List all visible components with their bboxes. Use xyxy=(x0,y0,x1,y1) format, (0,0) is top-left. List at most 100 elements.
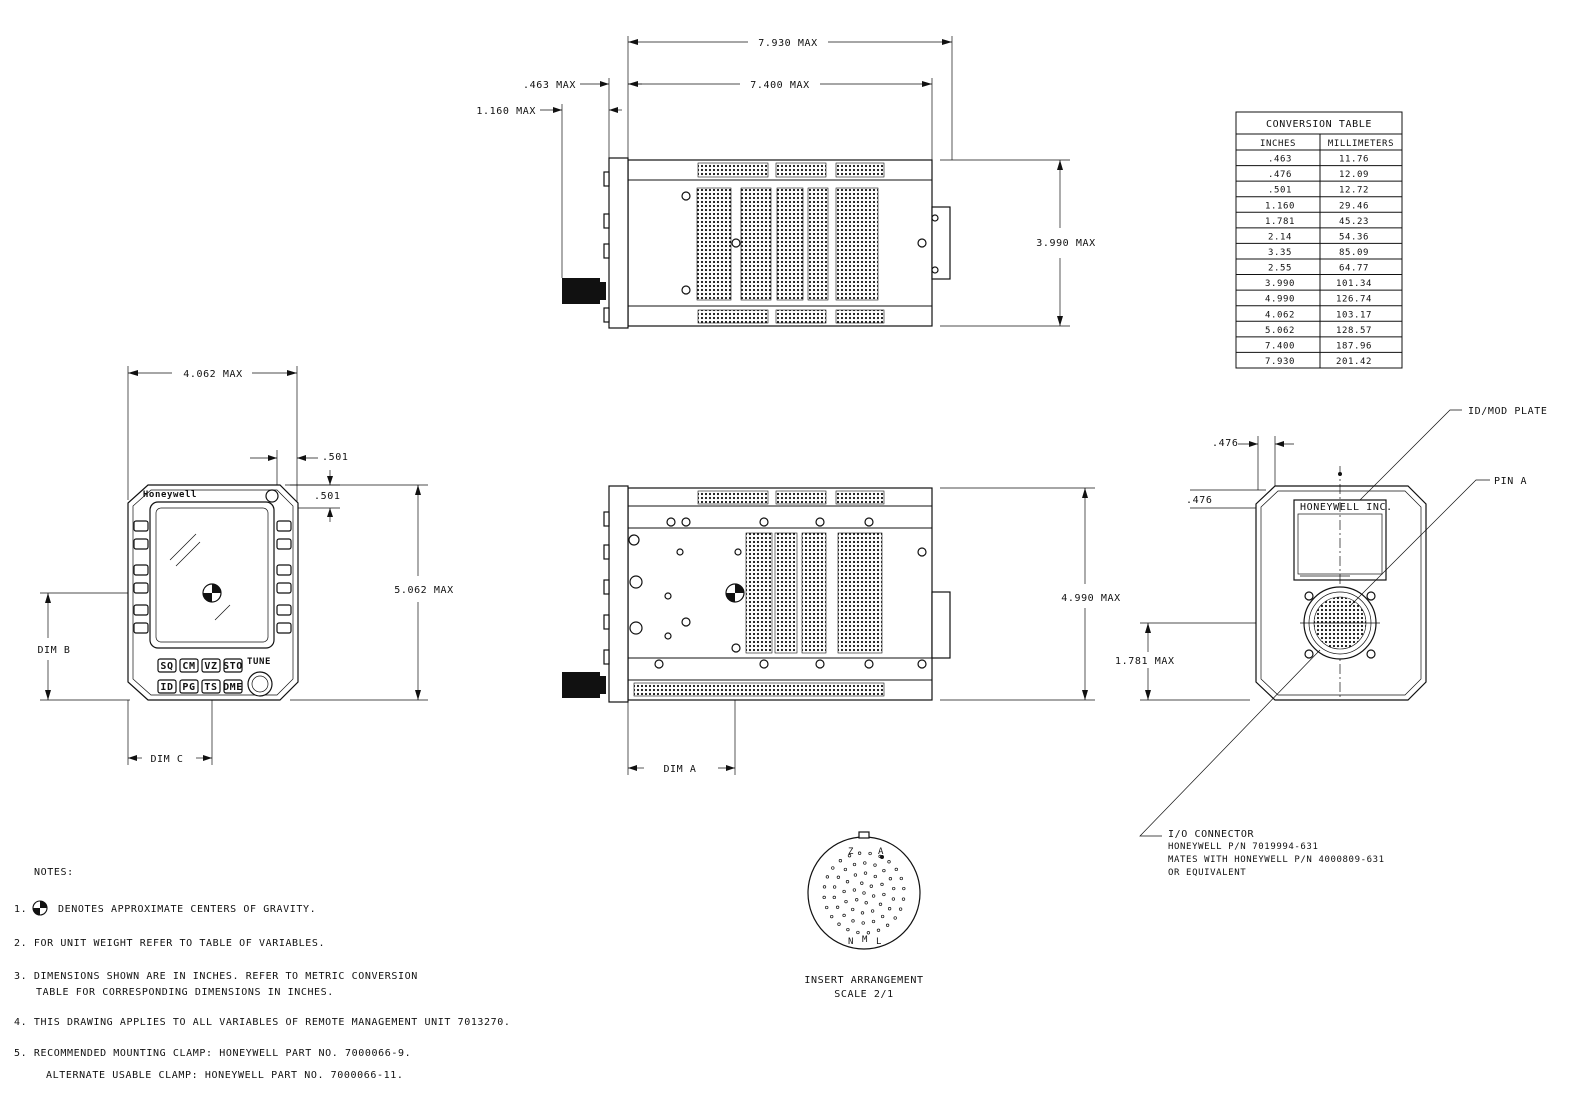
conversion-mm-cell: 12.72 xyxy=(1339,186,1369,196)
conversion-inches-cell: 1.781 xyxy=(1265,217,1295,227)
dim-top-height: 3.990 MAX xyxy=(1036,238,1096,249)
conversion-inches-cell: .463 xyxy=(1268,155,1292,165)
dim-side-height: 4.990 MAX xyxy=(1061,593,1121,604)
note-1-number: 1. xyxy=(14,904,27,915)
front-right-softkey xyxy=(276,604,292,616)
insert-pin xyxy=(873,874,877,879)
conversion-mm-cell: 12.09 xyxy=(1339,170,1369,180)
insert-pin xyxy=(830,914,834,919)
insert-pin xyxy=(825,905,829,910)
front-right-softkey xyxy=(276,520,292,532)
io-connector-line3: OR EQUIVALENT xyxy=(1168,868,1246,878)
front-left-softkey xyxy=(133,582,149,594)
front-key xyxy=(157,658,177,673)
conversion-inches-cell: 2.55 xyxy=(1268,264,1292,274)
insert-pin xyxy=(891,897,896,901)
note-2: 2. FOR UNIT WEIGHT REFER TO TABLE OF VAR… xyxy=(14,938,325,949)
insert-pin xyxy=(838,859,843,863)
front-right-softkey xyxy=(276,582,292,594)
front-left-softkey xyxy=(133,564,149,576)
front-key xyxy=(179,658,199,673)
dim-top-overall: 7.930 MAX xyxy=(758,38,818,49)
conversion-inches-cell: .476 xyxy=(1268,170,1292,180)
insert-pin xyxy=(885,923,890,927)
conversion-mm-cell: 201.42 xyxy=(1336,357,1372,367)
tune-label: TUNE xyxy=(247,657,271,667)
insert-pin xyxy=(860,881,864,885)
insert-pin xyxy=(822,895,826,900)
dim-front-offset-x: .501 xyxy=(322,452,348,463)
insert-pin xyxy=(852,862,857,867)
conversion-header-mm: MILLIMETERS xyxy=(1328,139,1394,149)
insert-pin xyxy=(862,891,866,895)
dim-top-body: 7.400 MAX xyxy=(750,80,810,91)
insert-pin xyxy=(899,876,903,881)
dim-front-offset-y: .501 xyxy=(314,491,340,502)
front-key xyxy=(223,679,243,694)
front-brand: Honeywell xyxy=(143,490,197,500)
front-left-softkey xyxy=(133,520,149,532)
insert-scale: SCALE 2/1 xyxy=(834,989,894,1000)
insert-pin xyxy=(837,922,841,926)
insert-pin xyxy=(870,909,875,913)
dim-c-label: DIM C xyxy=(150,754,183,765)
dim-rear-plate-y: .476 xyxy=(1186,495,1212,506)
note-5a: 5. RECOMMENDED MOUNTING CLAMP: HONEYWELL… xyxy=(14,1048,411,1059)
conversion-inches-cell: 2.14 xyxy=(1268,232,1292,242)
insert-pin xyxy=(843,867,848,872)
insert-pin xyxy=(845,880,850,884)
insert-pin xyxy=(880,882,884,887)
note-3b: TABLE FOR CORRESPONDING DIMENSIONS IN IN… xyxy=(36,987,334,998)
insert-pin xyxy=(887,860,891,864)
insert-pin xyxy=(857,851,862,855)
front-key xyxy=(201,658,221,673)
insert-pin xyxy=(864,901,868,905)
front-key-label: ID xyxy=(160,682,173,693)
insert-pin xyxy=(863,871,868,875)
rear-plate-text: HONEYWELL INC. xyxy=(1300,502,1393,513)
note-4: 4. THIS DRAWING APPLIES TO ALL VARIABLES… xyxy=(14,1017,511,1028)
io-connector-line1: HONEYWELL P/N 7019994-631 xyxy=(1168,842,1318,852)
front-left-softkey xyxy=(133,538,149,550)
insert-pin xyxy=(882,892,886,897)
side-view: 4.990 MAX DIM A xyxy=(562,485,1121,775)
front-key xyxy=(179,679,199,694)
io-connector-title: I/O CONNECTOR xyxy=(1168,829,1254,840)
front-key-label: DME xyxy=(223,682,243,693)
conversion-header-inches: INCHES xyxy=(1260,139,1296,149)
dim-top-front: .463 MAX xyxy=(523,80,576,91)
conversion-inches-cell: 1.160 xyxy=(1265,201,1295,211)
insert-pin xyxy=(853,873,858,877)
insert-label: INSERT ARRANGEMENT xyxy=(804,975,923,986)
notes: NOTES: 1. DENOTES APPROXIMATE CENTERS OF… xyxy=(14,867,511,1081)
insert-pin xyxy=(831,866,835,870)
rear-view: .476 .476 1.781 MAX HONEYWELL INC. xyxy=(1115,406,1547,878)
insert-pin xyxy=(855,898,859,902)
insert-pin-n: N xyxy=(848,937,854,947)
front-right-softkey xyxy=(276,538,292,550)
dim-front-height: 5.062 MAX xyxy=(394,585,454,596)
conversion-table-title: CONVERSION TABLE xyxy=(1266,119,1372,130)
insert-pin xyxy=(888,877,893,881)
conversion-inches-cell: 7.930 xyxy=(1265,357,1295,367)
front-key-label: PG xyxy=(182,682,195,693)
front-key xyxy=(223,658,243,673)
insert-pin xyxy=(868,851,872,856)
conversion-inches-cell: 5.062 xyxy=(1265,326,1295,336)
insert-pin xyxy=(851,907,855,912)
insert-pin xyxy=(871,919,876,924)
conversion-table: CONVERSION TABLE INCHES MILLIMETERS .463… xyxy=(1235,111,1403,369)
conversion-mm-cell: 187.96 xyxy=(1336,341,1372,351)
front-key xyxy=(201,679,221,694)
insert-pin-l: L xyxy=(876,937,882,947)
insert-pin xyxy=(887,907,892,911)
front-right-softkey xyxy=(276,564,292,576)
insert-arrangement: Z A N M L INSERT ARRANGEMENT SCALE 2/1 xyxy=(804,831,923,1000)
insert-pin xyxy=(880,914,885,919)
insert-pin xyxy=(832,895,836,900)
front-key-label: SQ xyxy=(160,661,173,672)
conversion-inches-cell: 4.062 xyxy=(1265,310,1295,320)
conversion-inches-cell: 3.990 xyxy=(1265,279,1295,289)
top-view: 7.930 MAX 7.400 MAX .463 MAX 1.160 MAX 3… xyxy=(476,36,1096,329)
